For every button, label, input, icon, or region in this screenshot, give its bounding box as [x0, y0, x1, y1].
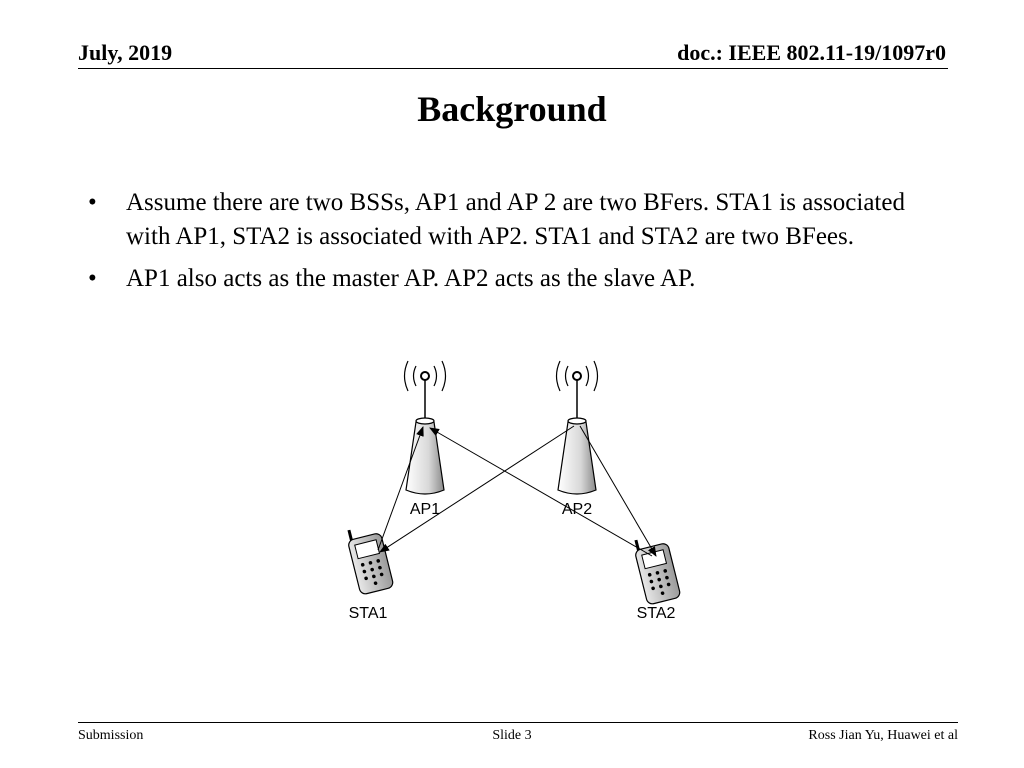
link-sta2-to-ap1 [429, 427, 653, 557]
ap2-icon [555, 360, 599, 495]
footer-rule [78, 722, 958, 723]
bullet-glyph: • [88, 265, 97, 292]
link-ap2-to-sta1 [379, 425, 575, 553]
footer-submission: Submission [78, 728, 144, 743]
sta1-label: STA1 [349, 605, 388, 622]
link-ap2-to-sta2 [579, 425, 657, 557]
bullet-item: • AP1 also acts as the master AP. AP2 ac… [78, 262, 938, 296]
ap1-label: AP1 [410, 501, 440, 518]
header-doc-id: doc.: IEEE 802.11-19/1097r0 [677, 40, 946, 65]
sta2-label: STA2 [637, 605, 676, 622]
header-rule [78, 68, 948, 69]
bullet-item: • Assume there are two BSSs, AP1 and AP … [78, 186, 938, 254]
bullet-list: • Assume there are two BSSs, AP1 and AP … [78, 186, 938, 304]
footer-slide-number: Slide 3 [492, 728, 532, 743]
sta2-phone-icon [634, 539, 681, 605]
bullet-text: Assume there are two BSSs, AP1 and AP 2 … [126, 189, 905, 250]
footer-author: Ross Jian Yu, Huawei et al [808, 728, 958, 743]
slide-title: Background [417, 89, 607, 129]
network-diagram: AP1 AP2 STA1 STA2 [347, 360, 681, 622]
ap1-icon [403, 360, 447, 495]
link-sta1-to-ap1 [377, 426, 424, 551]
bullet-text: AP1 also acts as the master AP. AP2 acts… [126, 265, 696, 292]
ap2-label: AP2 [562, 501, 592, 518]
header-date: July, 2019 [78, 40, 173, 65]
bullet-glyph: • [88, 189, 97, 216]
sta1-phone-icon [347, 529, 394, 595]
